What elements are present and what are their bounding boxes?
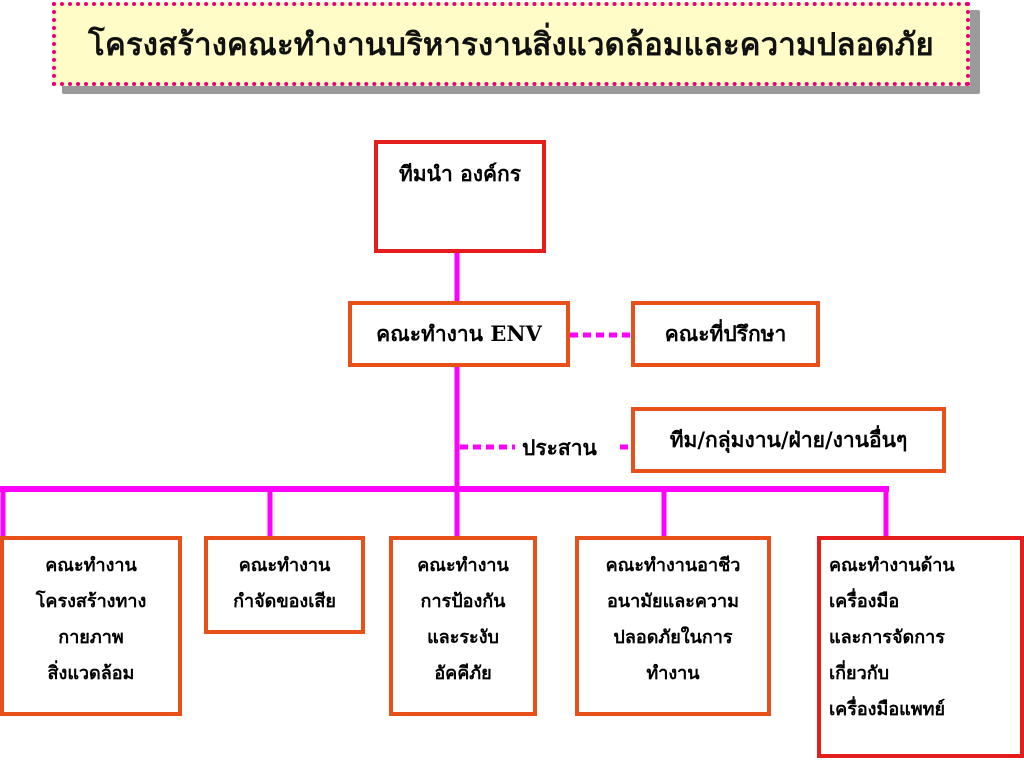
env-committee-box: คณะทำงาน ENV xyxy=(348,301,570,367)
committee-box-fire: คณะทำงาน การป้องกัน และระงับ อัคคีภัย xyxy=(389,536,537,716)
committee-line: คณะทำงานอาชีว xyxy=(605,555,741,576)
committee-line: คณะทำงาน xyxy=(238,555,331,576)
committee-box-medical-equipment: คณะทำงานด้าน เครื่องมือ และการจัดการ เกี… xyxy=(817,536,1024,758)
committee-line: คณะทำงานด้าน xyxy=(829,555,955,576)
advisor-box: คณะที่ปรึกษา xyxy=(631,301,820,367)
title-banner: โครงสร้างคณะทำงานบริหารงานสิ่งแวดล้อมและ… xyxy=(52,2,970,86)
committee-line: โครงสร้างทาง xyxy=(35,591,147,612)
committee-line: สิ่งแวดล้อม xyxy=(47,663,135,684)
committee-line: เครื่องมือแพทย์ xyxy=(829,699,946,720)
committee-line: อนามัยและความ xyxy=(606,591,740,612)
committee-box-occupational-health: คณะทำงานอาชีว อนามัยและความ ปลอดภัยในการ… xyxy=(575,536,771,716)
env-committee-label: คณะทำงาน ENV xyxy=(376,320,542,346)
committee-box-waste: คณะทำงาน กำจัดของเสีย xyxy=(204,536,365,634)
other-teams-label: ทีม/กลุ่มงาน/ฝ่าย/งานอื่นๆ xyxy=(669,426,908,452)
committee-line: เครื่องมือ xyxy=(829,591,900,612)
committee-line: กายภาพ xyxy=(58,627,124,648)
committee-line: คณะทำงาน xyxy=(417,555,509,576)
committee-line: คณะทำงาน xyxy=(45,555,137,576)
other-teams-box: ทีม/กลุ่มงาน/ฝ่าย/งานอื่นๆ xyxy=(631,407,946,473)
committee-line: และระงับ xyxy=(427,627,499,648)
committee-line: การป้องกัน xyxy=(420,591,506,612)
coordinate-label: ประสาน xyxy=(522,435,597,460)
page-title: โครงสร้างคณะทำงานบริหารงานสิ่งแวดล้อมและ… xyxy=(88,27,934,63)
committee-line: และการจัดการ xyxy=(829,627,945,648)
advisor-label: คณะที่ปรึกษา xyxy=(664,320,787,346)
leadership-team-box: ทีมนำ องค์กร xyxy=(374,140,546,253)
leadership-team-label: ทีมนำ องค์กร xyxy=(398,161,522,186)
committee-box-physical-env: คณะทำงาน โครงสร้างทาง กายภาพ สิ่งแวดล้อม xyxy=(0,536,182,716)
committee-line: เกี่ยวกับ xyxy=(829,663,890,684)
committee-line: กำจัดของเสีย xyxy=(233,591,336,612)
committee-line: ปลอดภัยในการ xyxy=(613,627,733,648)
committee-line: ทำงาน xyxy=(646,663,700,684)
committee-line: อัคคีภัย xyxy=(434,663,492,684)
